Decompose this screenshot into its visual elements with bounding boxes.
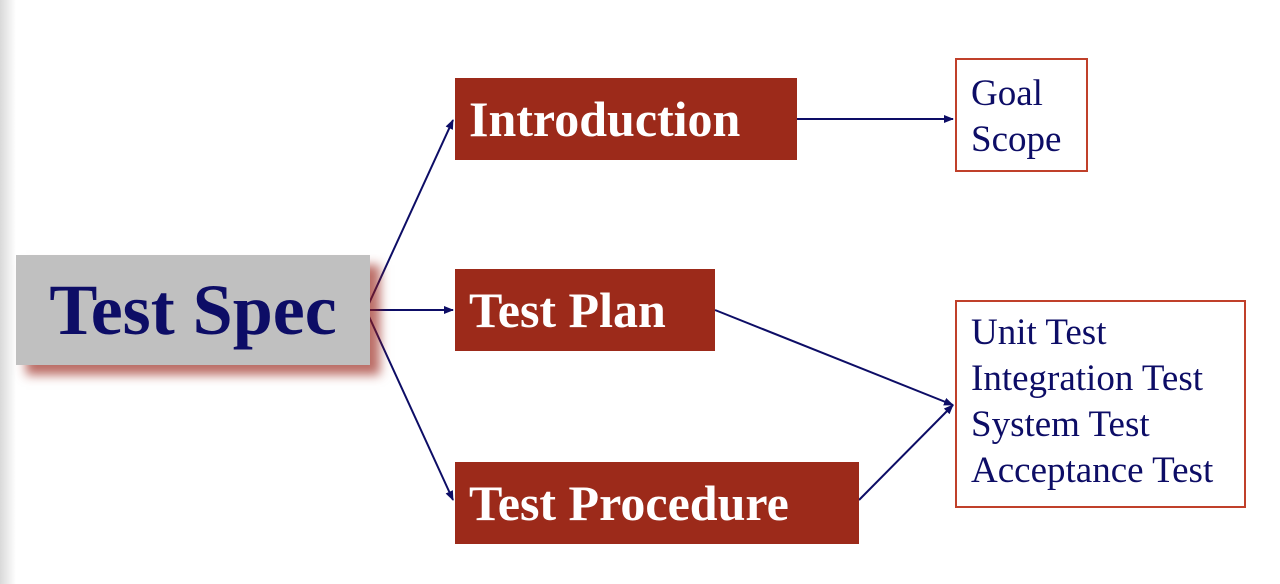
detail-item-integration-test: Integration Test xyxy=(971,358,1204,399)
detail-item-system-test: System Test xyxy=(971,404,1150,445)
section-label-introduction: Introduction xyxy=(469,91,741,147)
detail-item-goal: Goal xyxy=(971,73,1043,114)
detail-box-introduction: Goal Scope xyxy=(955,58,1088,172)
detail-item-unit-test: Unit Test xyxy=(971,312,1107,353)
arrow-root-to-introduction xyxy=(365,119,454,311)
section-test-procedure: Test Procedure xyxy=(455,462,859,544)
section-test-plan: Test Plan xyxy=(455,269,715,351)
root-node-test-spec: Test Spec xyxy=(16,255,370,365)
arrow-root-to-test-procedure xyxy=(365,309,454,501)
arrow-test-procedure-to-tests xyxy=(858,404,954,501)
arrow-test-plan-to-tests xyxy=(714,309,954,406)
section-introduction: Introduction xyxy=(455,78,797,160)
section-label-test-procedure: Test Procedure xyxy=(469,475,789,531)
slide-edge-shade xyxy=(0,0,16,584)
detail-item-scope: Scope xyxy=(971,119,1062,160)
detail-item-acceptance-test: Acceptance Test xyxy=(971,450,1214,491)
root-label: Test Spec xyxy=(49,269,337,350)
section-label-test-plan: Test Plan xyxy=(469,282,666,338)
detail-box-tests: Unit Test Integration Test System Test A… xyxy=(955,300,1246,508)
